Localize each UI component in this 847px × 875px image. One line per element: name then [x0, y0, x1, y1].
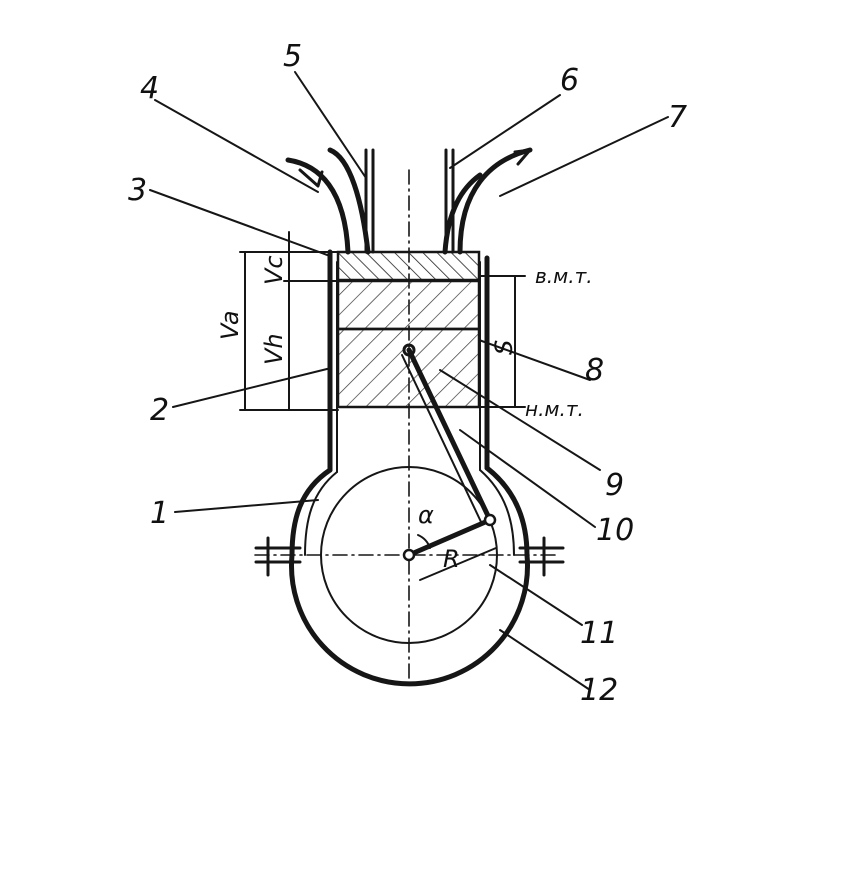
symbol-alpha: α — [418, 501, 434, 529]
symbol-vh: Vh — [260, 333, 288, 365]
crankcase — [254, 465, 565, 687]
cylinder-head — [336, 250, 481, 282]
label-9: 9 — [605, 468, 624, 503]
label-5: 5 — [283, 39, 302, 74]
label-3: 3 — [128, 173, 147, 208]
label-12: 12 — [580, 673, 618, 708]
symbol-r: R — [443, 545, 460, 573]
label-1: 1 — [150, 496, 169, 531]
intake-valve — [364, 148, 375, 254]
symbol-vc: Vc — [260, 255, 288, 285]
crank-circle — [320, 466, 498, 644]
bdc-label: н.м.т. — [525, 397, 584, 421]
label-2: 2 — [150, 393, 169, 428]
exhaust-port — [442, 147, 533, 255]
symbol-va: Va — [216, 310, 244, 340]
symbol-s: S — [490, 340, 518, 355]
tdc-label: в.м.т. — [535, 264, 593, 288]
label-4: 4 — [140, 71, 159, 106]
leader-lines — [149, 71, 669, 691]
exhaust-valve — [444, 148, 455, 254]
label-7: 7 — [668, 100, 687, 135]
label-11: 11 — [580, 616, 618, 651]
label-6: 6 — [560, 63, 579, 98]
label-10: 10 — [596, 513, 634, 548]
intake-port — [285, 147, 371, 255]
connecting-rod — [401, 343, 493, 525]
crank — [402, 513, 497, 581]
label-8: 8 — [585, 353, 604, 388]
